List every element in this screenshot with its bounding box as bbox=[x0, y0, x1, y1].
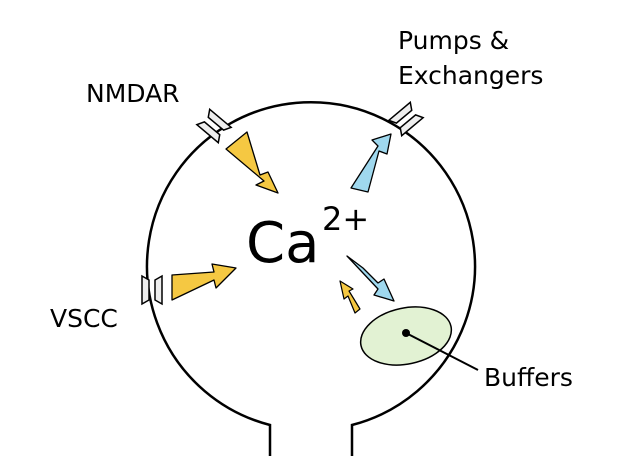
calcium-ion-symbol: Ca bbox=[246, 211, 319, 276]
buffer-binding-arrow bbox=[346, 255, 395, 302]
pumps-label-line2: Exchangers bbox=[398, 61, 543, 90]
calcium-ion-charge: 2+ bbox=[322, 200, 369, 238]
vscc-influx-arrow bbox=[171, 263, 237, 301]
buffer-pointer-dot bbox=[402, 329, 410, 337]
pump-efflux-arrow bbox=[350, 133, 392, 193]
pumps-label-line1: Pumps & bbox=[398, 26, 509, 55]
buffers-label: Buffers bbox=[484, 363, 573, 392]
cell-membrane bbox=[145, 101, 477, 456]
buffer-release-arrow bbox=[339, 280, 361, 314]
nmdar-channel-icon bbox=[195, 107, 233, 145]
nmdar-label: NMDAR bbox=[86, 79, 180, 108]
buffer-pointer-line bbox=[405, 332, 479, 371]
nmdar-influx-arrow bbox=[225, 131, 279, 194]
vscc-channel-icon bbox=[141, 274, 163, 306]
pump-channel-icon bbox=[387, 100, 425, 138]
vscc-label: VSCC bbox=[50, 304, 118, 333]
